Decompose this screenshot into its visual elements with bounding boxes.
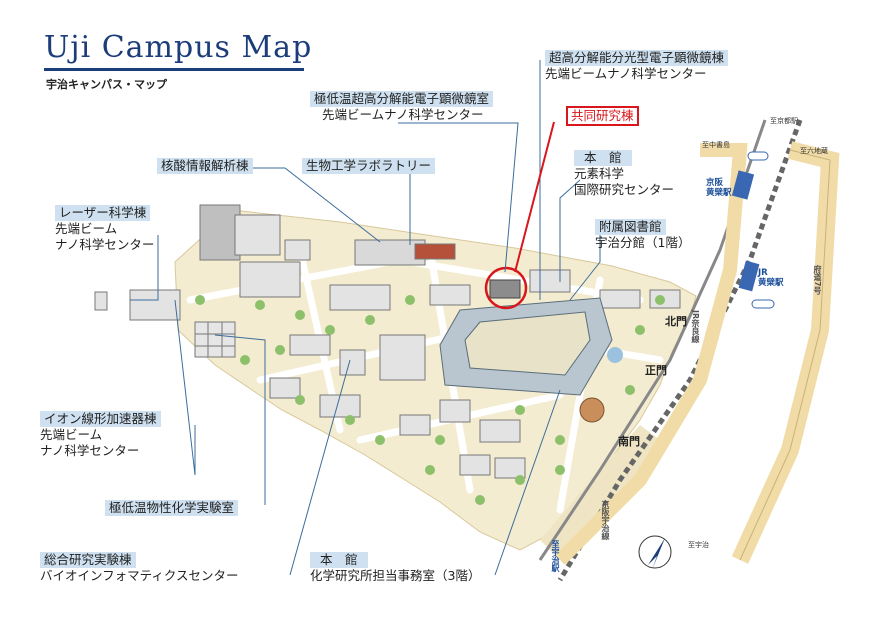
keihan-station-block xyxy=(731,170,755,200)
bus-stop-2 xyxy=(751,299,775,309)
jr-station-block xyxy=(738,260,760,292)
map-subtitle: 宇治キャンパス・マップ xyxy=(46,78,167,91)
label-main-building-1[interactable]: 本 館 元素科学 国際研究センター xyxy=(574,150,675,197)
dir-chushojima: 至中書島 xyxy=(702,141,730,149)
dir-uji: 至宇治 xyxy=(688,541,709,549)
leader-lines xyxy=(130,60,601,576)
label-lowtemp-em[interactable]: 極低温超高分解能電子顕微鏡室 先端ビームナノ科学センター xyxy=(310,91,494,123)
jr-obaku-station: JR 黄檗駅 xyxy=(758,268,784,288)
label-general-research[interactable]: 総合研究実験棟 バイオインフォマティクスセンター xyxy=(40,552,239,583)
label-library[interactable]: 附属図書館 宇治分館（1階） xyxy=(595,219,691,250)
south-gate-label: 南門 xyxy=(618,435,640,448)
label-ion-accelerator[interactable]: イオン線形加速器棟 先端ビーム ナノ科学センター xyxy=(40,411,161,459)
east-road xyxy=(731,141,840,564)
joint-research-building xyxy=(489,279,521,299)
north-arrow xyxy=(638,535,672,570)
trees xyxy=(195,295,665,505)
label-joint-research[interactable]: 共同研究棟 xyxy=(566,106,639,126)
joint-research-leader xyxy=(514,121,555,273)
label-bio-lab[interactable]: 生物工学ラボラトリー xyxy=(302,158,436,174)
title-underline xyxy=(44,68,304,71)
road-keihan-uji-line: 京阪宇治線 xyxy=(601,500,610,540)
dir-uji-station: 至宇治駅 xyxy=(551,540,560,572)
north-gate-label: 北門 xyxy=(665,315,687,328)
label-lowtemp-chemistry[interactable]: 極低温物性化学実験室 xyxy=(105,500,239,516)
label-nucleic-acid[interactable]: 核酸情報解析棟 xyxy=(157,158,253,174)
main-gate-label: 正門 xyxy=(645,364,667,377)
dir-kyoto: 至京都駅 xyxy=(770,117,798,125)
ion-accelerator-building xyxy=(194,321,236,358)
south-area xyxy=(540,425,660,560)
label-superres-em[interactable]: 超高分解能分光型電子顕微鏡棟 先端ビームナノ科学センター xyxy=(545,50,729,82)
main-building xyxy=(439,297,613,396)
dir-rokujizo: 至六地蔵 xyxy=(800,147,828,155)
road-route7: 府道7号 xyxy=(813,265,822,295)
pond xyxy=(607,347,623,363)
prefectural-road xyxy=(555,143,748,565)
buildings xyxy=(94,204,681,479)
joint-research-marker xyxy=(484,266,528,310)
keihan-obaku-station: 京阪 黄檗駅 xyxy=(706,178,732,198)
bus-stop-1 xyxy=(747,151,769,161)
tank xyxy=(579,397,605,423)
map-title: Uji Campus Map xyxy=(44,30,313,65)
road-jr-nara-line: JR奈良線 xyxy=(691,310,700,344)
label-main-building-2[interactable]: 本 館 化学研究所担当事務室（3階） xyxy=(310,552,481,583)
east-road-edge xyxy=(739,149,831,561)
label-laser-science[interactable]: レーザー科学棟 先端ビーム ナノ科学センター xyxy=(55,205,155,252)
